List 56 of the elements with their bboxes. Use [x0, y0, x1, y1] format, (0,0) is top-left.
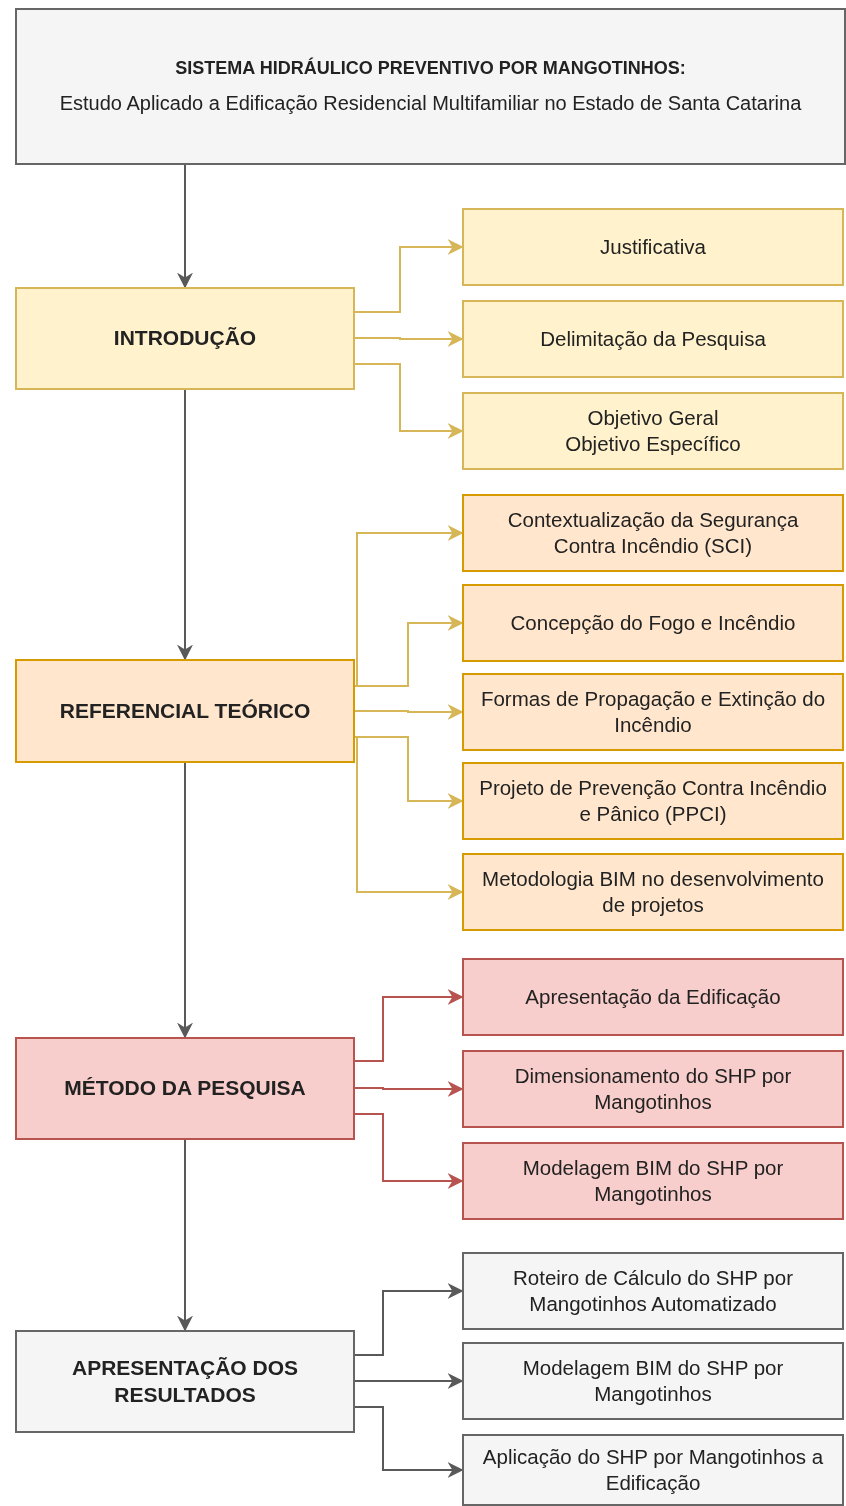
topic-box	[462, 853, 844, 931]
topic-box	[462, 1434, 844, 1506]
section-box	[15, 1330, 355, 1433]
topic-box	[462, 208, 844, 286]
arrow	[354, 1113, 464, 1189]
arrow	[354, 1081, 464, 1097]
topic-box	[462, 494, 844, 572]
arrow	[177, 164, 193, 289]
topic-label: Contextualização da Segurança Contra Incêndio (SCI)	[506, 507, 800, 559]
box-heading: SISTEMA HIDRÁULICO PREVENTIVO POR MANGOTINHOS:	[174, 56, 687, 80]
arrow	[354, 989, 464, 1062]
arrow	[354, 736, 464, 900]
title-box	[15, 8, 846, 165]
section-label: REFERENCIAL TEÓRICO	[58, 697, 312, 724]
topic-box	[462, 1252, 844, 1330]
section-label: INTRODUÇÃO	[112, 325, 258, 352]
topic-label: Aplicação do SHP por Mangotinhos a Edificação	[481, 1444, 825, 1496]
arrow	[177, 1139, 193, 1332]
arrow	[354, 525, 464, 687]
topic-label: Formas de Propagação e Extinção do Incêndio	[479, 686, 827, 738]
arrow	[177, 762, 193, 1039]
arrow	[354, 1283, 464, 1356]
topic-label: Dimensionamento do SHP por Mangotinhos	[513, 1063, 793, 1115]
topic-label: Roteiro de Cálculo do SHP por Mangotinhos Automatizado	[512, 1265, 794, 1317]
topic-box	[462, 762, 844, 840]
arrow	[354, 363, 464, 439]
topic-box	[462, 1142, 844, 1220]
section-box	[15, 287, 355, 390]
topic-box	[462, 392, 844, 470]
topic-box	[462, 300, 844, 378]
topic-box	[462, 1050, 844, 1128]
arrow	[354, 704, 464, 720]
topic-label: Projeto de Prevenção Contra Incêndio e Pânico (PPCI)	[478, 775, 828, 827]
arrow	[354, 1406, 464, 1478]
topic-box	[462, 673, 844, 751]
arrow	[354, 1373, 464, 1389]
topic-label: Justificativa	[599, 234, 707, 260]
topic-label: Concepção do Fogo e Incêndio	[509, 610, 797, 636]
arrow	[177, 389, 193, 661]
arrow	[354, 239, 464, 313]
section-label: APRESENTAÇÃO DOS RESULTADOS	[71, 1355, 299, 1408]
section-box	[15, 659, 355, 763]
section-box	[15, 1037, 355, 1140]
topic-box	[462, 584, 844, 662]
topic-box	[462, 1342, 844, 1420]
box-text: Estudo Aplicado a Edificação Residencial Multifamiliar no Estado de Santa Catarina	[58, 91, 803, 117]
topic-label: Delimitação da Pesquisa	[539, 326, 767, 352]
topic-label: Metodologia BIM no desenvolvimento de projetos	[481, 866, 825, 918]
topic-label: Apresentação da Edificação	[524, 984, 782, 1010]
topic-label: Objetivo Específico	[564, 431, 742, 457]
topic-box	[462, 958, 844, 1036]
section-label: MÉTODO DA PESQUISA	[63, 1075, 307, 1102]
topic-label: Modelagem BIM do SHP por Mangotinhos	[521, 1355, 785, 1407]
topic-label: Modelagem BIM do SHP por Mangotinhos	[521, 1155, 785, 1207]
topic-label: Objetivo Geral	[586, 405, 720, 431]
arrow	[354, 331, 464, 347]
